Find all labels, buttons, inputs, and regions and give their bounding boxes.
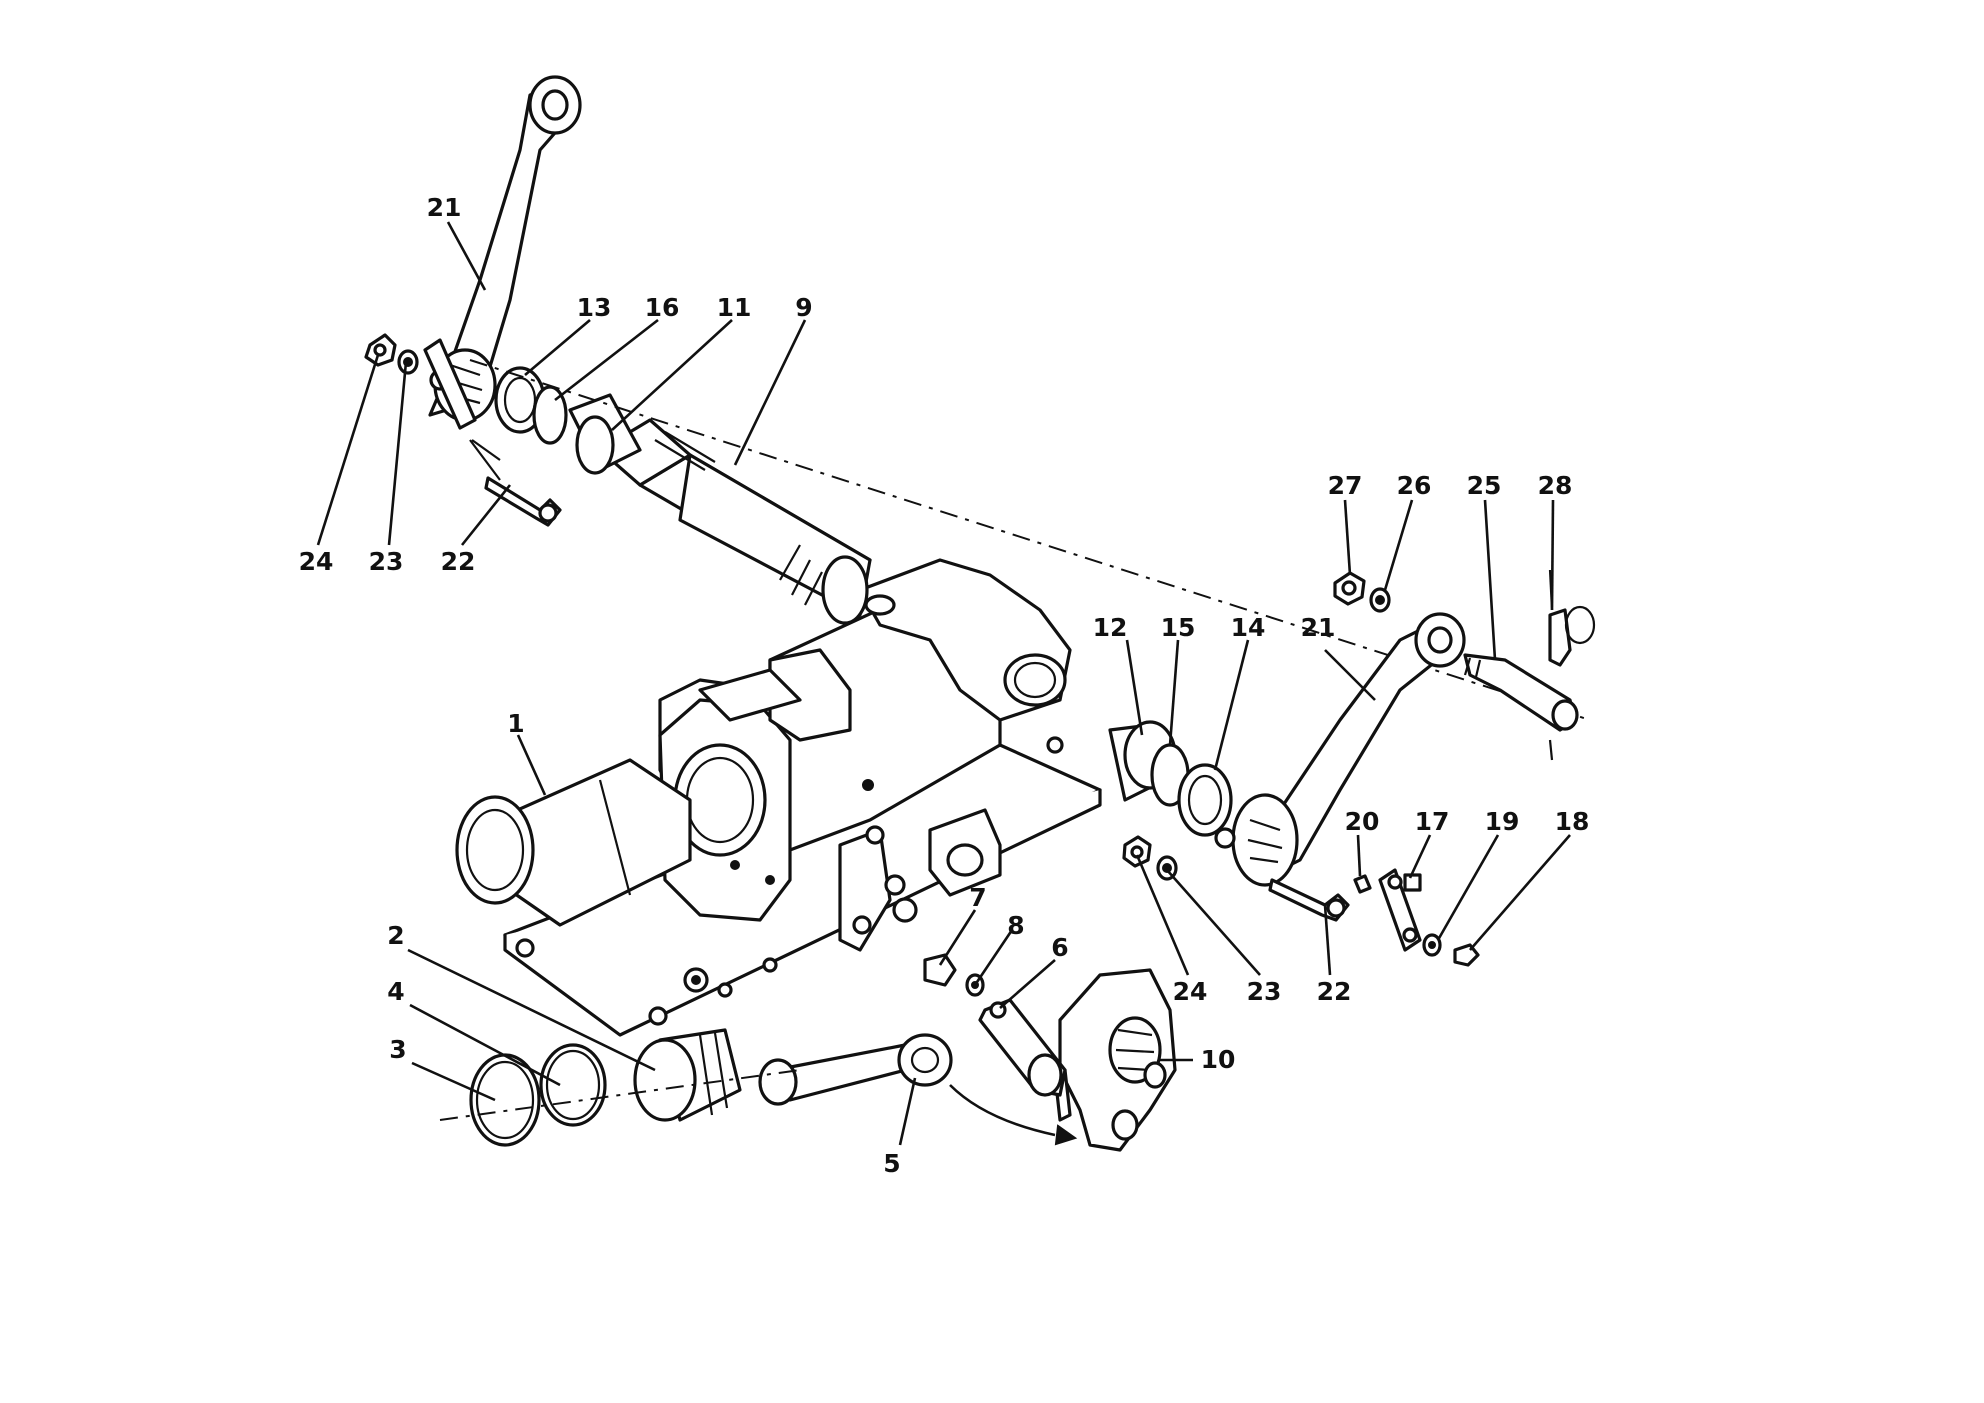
callout-18: 18 <box>1555 807 1590 836</box>
left-shaft-components <box>469 359 1591 721</box>
bushing-14 <box>1177 763 1233 837</box>
callout-26: 26 <box>1397 471 1432 500</box>
callout-5: 5 <box>883 1149 900 1178</box>
ring-4 <box>539 1043 607 1127</box>
lift-arm-right <box>1214 612 1466 887</box>
callout-11: 11 <box>717 293 752 322</box>
callout-3: 3 <box>389 1035 406 1064</box>
callout-8: 8 <box>1007 911 1024 940</box>
callout-22-right: 22 <box>1317 977 1352 1006</box>
callout-25: 25 <box>1467 471 1502 500</box>
callout-20: 20 <box>1345 807 1380 836</box>
leader-lines <box>316 221 1571 1146</box>
callout-15: 15 <box>1161 613 1196 642</box>
pin-assembly <box>1333 569 1596 761</box>
callout-23-right: 23 <box>1247 977 1282 1006</box>
lift-housing <box>503 558 1102 1037</box>
piston-assembly <box>439 1028 1078 1147</box>
callout-14: 14 <box>1231 613 1266 642</box>
callout-4: 4 <box>387 977 404 1006</box>
callout-24-right: 24 <box>1173 977 1208 1006</box>
callout-9: 9 <box>795 293 812 322</box>
callout-10: 10 <box>1201 1045 1236 1074</box>
callout-13: 13 <box>577 293 612 322</box>
small-fasteners <box>923 953 985 997</box>
callout-1: 1 <box>507 709 524 738</box>
callout-27: 27 <box>1328 471 1363 500</box>
callout-2: 2 <box>387 921 404 950</box>
bracket-assembly <box>1353 868 1480 967</box>
callout-6: 6 <box>1051 933 1068 962</box>
right-fasteners <box>1122 835 1350 922</box>
callout-19: 19 <box>1485 807 1520 836</box>
callout-21-left: 21 <box>427 193 462 222</box>
rockshaft <box>598 418 872 625</box>
left-fasteners <box>364 333 562 527</box>
callout-labels: 21 13 16 11 9 24 23 22 1 12 15 14 21 27 … <box>299 193 1590 1178</box>
callout-16: 16 <box>645 293 680 322</box>
callout-17: 17 <box>1415 807 1450 836</box>
callout-12: 12 <box>1093 613 1128 642</box>
o-ring-16 <box>532 385 568 445</box>
callout-28: 28 <box>1538 471 1573 500</box>
callout-24-left: 24 <box>299 547 334 576</box>
callout-22-left: 22 <box>441 547 476 576</box>
lift-arm-left <box>423 75 582 430</box>
cylinder-sleeve <box>455 758 692 927</box>
callout-21-right: 21 <box>1301 613 1336 642</box>
callout-23-left: 23 <box>369 547 404 576</box>
callout-7: 7 <box>969 883 986 912</box>
